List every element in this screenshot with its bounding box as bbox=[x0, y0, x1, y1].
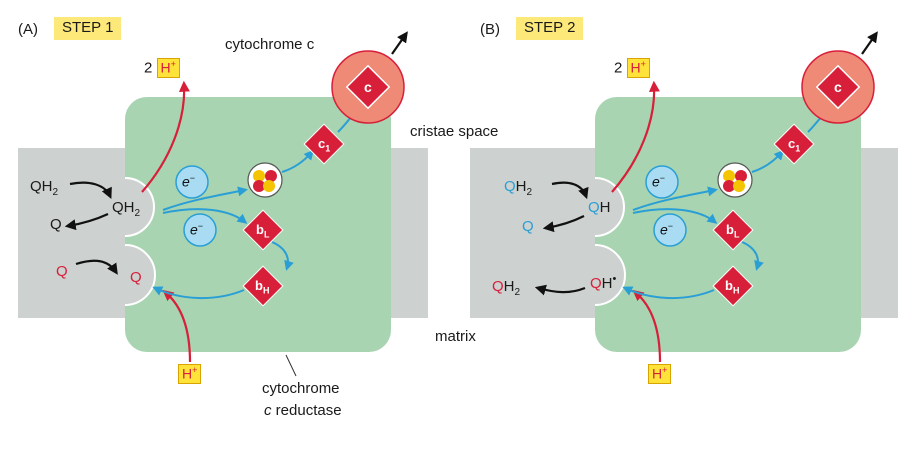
q-release-arrow-a bbox=[64, 213, 109, 231]
c1-label-b: c1 bbox=[788, 136, 801, 154]
electron-path-upper-a bbox=[162, 186, 248, 211]
q-red-label-left-a: Q bbox=[56, 263, 68, 280]
proton-in-b: H+ bbox=[648, 364, 672, 385]
panel-b-letter: (B) bbox=[480, 21, 500, 38]
qh2-binding-arrow-a bbox=[69, 181, 112, 200]
cyt-c-label-a: c bbox=[364, 79, 372, 95]
electron-label-2-a: e− bbox=[190, 221, 204, 238]
qh-dot-site-label-b: QH•QH bbox=[590, 273, 617, 292]
electron-path-fes-c1-a bbox=[281, 149, 314, 173]
electron-path-lower-b bbox=[632, 208, 718, 224]
reductase-leader-line bbox=[285, 354, 297, 377]
proton-box-in-a: H+ bbox=[178, 364, 202, 385]
cytochrome-bh-diamond-a bbox=[242, 265, 284, 307]
electron-path-lower-a bbox=[162, 208, 248, 224]
reductase-label-italic-c: c bbox=[264, 402, 272, 419]
bl-label-a: bL bbox=[256, 222, 270, 240]
proton-out-a: 2 H+ bbox=[144, 58, 180, 79]
step-1-badge: STEP 1 bbox=[54, 17, 122, 40]
panel-a-letter: (A) bbox=[18, 21, 38, 38]
electron-label-1-b: e− bbox=[652, 173, 666, 190]
step-2-badge: STEP 2 bbox=[516, 17, 584, 40]
membrane-right-b bbox=[858, 148, 898, 318]
c1-label-a: c1 bbox=[318, 136, 331, 154]
matrix-label: matrix bbox=[435, 328, 476, 345]
cytochrome-c1-diamond-a bbox=[303, 123, 345, 165]
electron-path-bh-q-b bbox=[622, 286, 715, 299]
cyt-c-label-b: c bbox=[834, 79, 842, 95]
qh2-binding-arrow-b bbox=[551, 181, 589, 200]
membrane-left-a bbox=[18, 148, 128, 318]
membrane-right-a bbox=[388, 148, 428, 318]
cytochrome-bl-diamond-b bbox=[712, 209, 754, 251]
proton-out-arrow-a bbox=[141, 80, 190, 193]
qh2-release-arrow-b bbox=[534, 284, 586, 296]
binding-pocket-qo-b bbox=[595, 178, 624, 236]
bl-label-b: bL bbox=[726, 222, 740, 240]
proton-in-arrow-a bbox=[162, 289, 192, 363]
proton-in-a: H+ bbox=[178, 364, 202, 385]
cytochrome-c-label: cytochrome c bbox=[225, 36, 315, 53]
proton-box-out-b: H+ bbox=[626, 58, 650, 79]
q-release-arrow-b bbox=[542, 215, 585, 233]
electron-path-bh-q-a bbox=[152, 286, 245, 299]
qh2-label-left-b: QQHH2 bbox=[504, 178, 533, 198]
iron-sulfur-cluster-a bbox=[247, 162, 283, 198]
proton-out-b: 2 H+ bbox=[614, 58, 650, 79]
electron-path-bl-bh-b bbox=[741, 241, 764, 271]
reductase-label-line1: cytochrome bbox=[262, 380, 340, 397]
electron-path-bl-bh-a bbox=[271, 241, 294, 271]
cristae-space-label: cristae space bbox=[410, 123, 499, 140]
proton-out-count-a: 2 bbox=[144, 59, 153, 77]
release-arrow-a bbox=[391, 31, 408, 55]
proton-out-count-b: 2 bbox=[614, 59, 623, 77]
q-label-left-b: Q bbox=[522, 218, 534, 235]
electron-label-2-b: e− bbox=[660, 221, 674, 238]
proton-box-in-b: H+ bbox=[648, 364, 672, 385]
cytochrome-bl-diamond-a bbox=[242, 209, 284, 251]
qh2-label-left-a: QH2 bbox=[30, 178, 59, 198]
reductase-label-rest: reductase bbox=[271, 402, 342, 419]
electron-circle-1-a bbox=[175, 165, 209, 199]
cytochrome-c-diamond-b bbox=[815, 64, 861, 110]
reductase-label-line2: c reductase bbox=[264, 403, 342, 418]
q-label-left-a: Q bbox=[50, 216, 62, 233]
release-arrow-b bbox=[861, 31, 878, 55]
proton-out-arrow-b bbox=[611, 80, 660, 193]
electron-path-upper-b bbox=[632, 186, 718, 211]
binding-pocket-qo-a bbox=[125, 178, 154, 236]
proton-in-arrow-b bbox=[632, 289, 662, 363]
cytochrome-c-diamond-a bbox=[345, 64, 391, 110]
electron-circle-1-b bbox=[645, 165, 679, 199]
q-red-site-label-a: Q bbox=[130, 269, 142, 286]
binding-pocket-qi-b bbox=[595, 245, 625, 305]
bh-label-a: bH bbox=[255, 278, 270, 296]
q-binding-arrow-a bbox=[75, 259, 118, 275]
proton-box-out-a: H+ bbox=[156, 58, 180, 79]
bh-label-b: bH bbox=[725, 278, 740, 296]
cytochrome-c1-diamond-b bbox=[773, 123, 815, 165]
qh2-site-label-a: QH2 bbox=[112, 199, 141, 219]
cytochrome-bh-diamond-b bbox=[712, 265, 754, 307]
iron-sulfur-cluster-b bbox=[717, 162, 753, 198]
panel-b bbox=[470, 31, 898, 363]
panel-a bbox=[18, 31, 428, 363]
electron-label-1-a: e− bbox=[182, 173, 196, 190]
binding-pocket-qi-a bbox=[125, 245, 155, 305]
electron-path-fes-c1-b bbox=[751, 149, 784, 173]
membrane-left-b bbox=[470, 148, 598, 318]
electron-circle-2-a bbox=[183, 213, 217, 247]
electron-circle-2-b bbox=[653, 213, 687, 247]
